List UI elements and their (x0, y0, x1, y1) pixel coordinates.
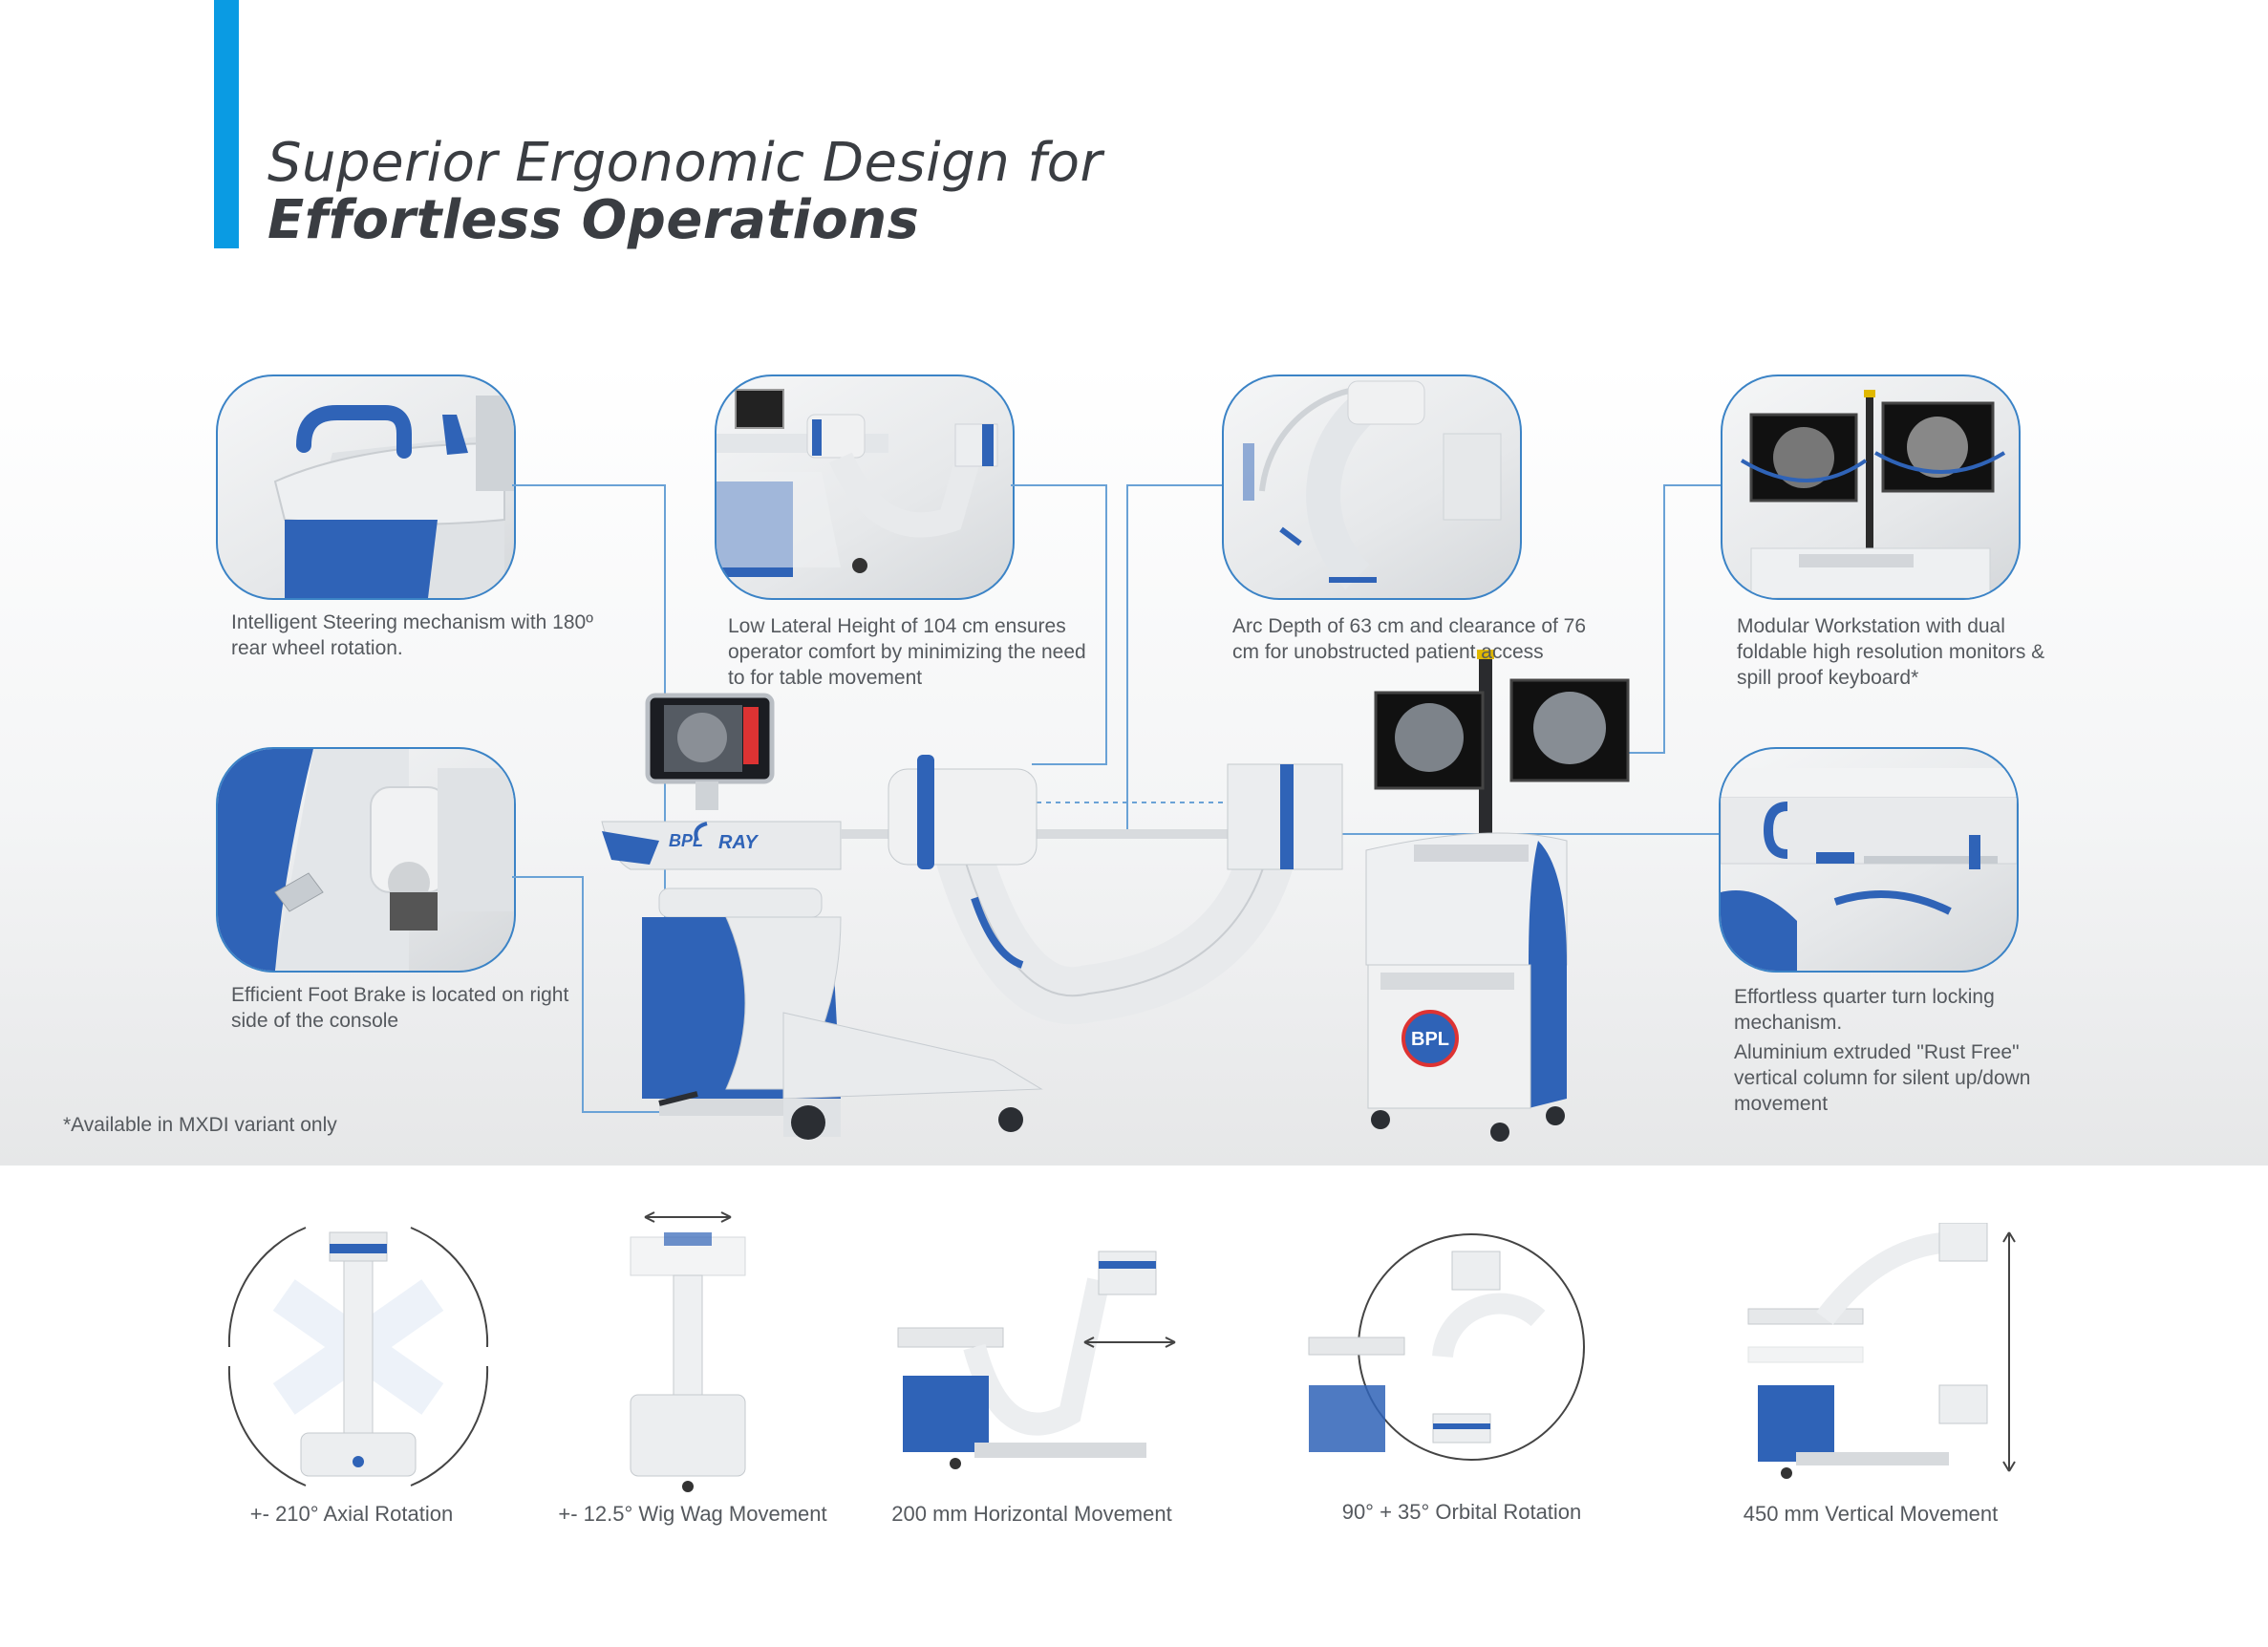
label-axial-rotation: +- 210° Axial Rotation (249, 1502, 454, 1526)
accent-bar (214, 0, 239, 248)
label-vertical: 450 mm Vertical Movement (1743, 1502, 1999, 1526)
caption-column: Aluminium extruded "Rust Free" vertical … (1734, 1041, 2031, 1115)
label-wig-wag: +- 12.5° Wig Wag Movement (558, 1502, 827, 1526)
caption-steering: Intelligent Steering mechanism with 180º… (231, 611, 593, 659)
callout-image-workstation (1721, 374, 2021, 600)
callout-image-steering (216, 374, 516, 600)
caption-workstation: Modular Workstation with dual foldable h… (1737, 615, 2045, 689)
diagram-orbital (1308, 1233, 1585, 1461)
footnote: *Available in MXDI variant only (63, 1114, 337, 1136)
label-orbital: 90° + 35° Orbital Rotation (1341, 1500, 1582, 1524)
caption-locking: Effortless quarter turn locking mechanis… (1734, 986, 1995, 1034)
diagram-horizontal (897, 1251, 1176, 1469)
callout-image-foot-brake (216, 747, 516, 973)
callout-image-arc-depth (1222, 374, 1522, 600)
label-horizontal: 200 mm Horizontal Movement (891, 1502, 1172, 1526)
page-title-line1: Superior Ergonomic Design for (267, 132, 1103, 194)
callout-image-locking (1719, 747, 2019, 973)
caption-lateral-height: Low Lateral Height of 104 cm ensures ope… (728, 615, 1086, 689)
callout-image-lateral-height (715, 374, 1015, 600)
diagram-wig-wag (630, 1211, 746, 1492)
caption-arc-depth: Arc Depth of 63 cm and clearance of 76 c… (1232, 615, 1587, 663)
diagram-vertical (1747, 1223, 2016, 1479)
caption-foot-brake: Efficient Foot Brake is located on right… (231, 984, 569, 1032)
page-title-line2: Effortless Operations (267, 189, 920, 251)
diagram-axial-rotation (227, 1227, 489, 1487)
